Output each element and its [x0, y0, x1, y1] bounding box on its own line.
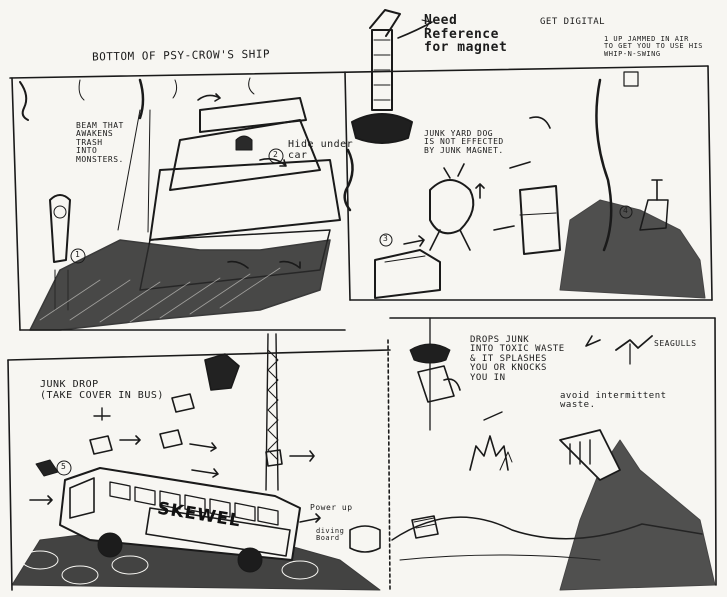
marker-3: 3 — [383, 234, 389, 243]
note-diving-board: diving Board — [316, 527, 345, 543]
note-seagulls: SEAGULLS — [654, 339, 697, 348]
panel1-drawing — [19, 77, 341, 331]
note-whip-n-swing: 1 UP jammed in air to get you to use his… — [604, 35, 704, 58]
panel3-drawing — [11, 333, 381, 591]
note-need-reference: Need Reference for magnet — [424, 13, 508, 56]
panel2-drawing — [343, 9, 706, 299]
marker-5: 5 — [61, 462, 67, 471]
note-hide-under-car: Hide under car — [288, 139, 354, 161]
marker-1: 1 — [75, 250, 81, 259]
note-junk-drop: JUNK DROP (TAKE COVER IN BUS) — [40, 379, 164, 401]
panel-frames — [7, 65, 717, 591]
note-power-up: Power up — [310, 503, 353, 512]
note-drops-junk: DROPS JUNK INTO TOXIC WASTE & IT SPLASHE… — [470, 335, 565, 383]
note-junk-yard-dog: JUNK YARD DOG IS NOT EFFECTED BY JUNK MA… — [424, 129, 504, 155]
note-get-digital: GET DIGITAL — [540, 17, 606, 27]
note-ship-title: BOTTOM OF PSY-CROW'S SHIP — [91, 47, 271, 64]
marker-2: 2 — [273, 150, 279, 159]
note-avoid-waste: avoid intermittent waste. — [560, 391, 667, 411]
marker-4: 4 — [623, 206, 629, 215]
panel4-drawing — [391, 317, 716, 591]
note-beam: BEAM THAT AWAKENS TRASH INTO MONSTERS. — [76, 121, 124, 164]
